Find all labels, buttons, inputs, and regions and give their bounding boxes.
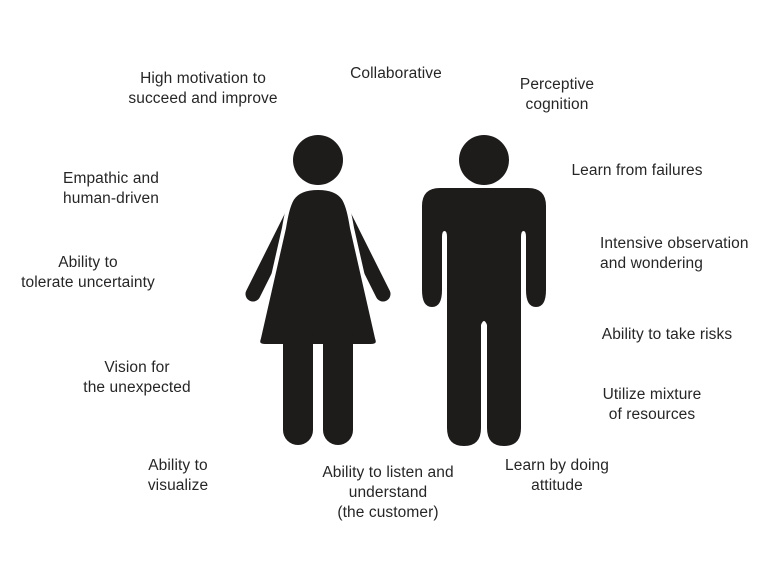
- label-empathic-human-driven: Empathic and human-driven: [63, 170, 159, 207]
- label-learn-from-failures: Learn from failures: [571, 162, 703, 179]
- label-listen-understand: Ability to listen and understand (the cu…: [322, 464, 454, 521]
- label-take-risks: Ability to take risks: [601, 326, 733, 343]
- label-tolerate-uncertainty: Ability to tolerate uncertainty: [21, 254, 155, 291]
- label-learn-by-doing: Learn by doing attitude: [505, 457, 609, 494]
- label-high-motivation: High motivation to succeed and improve: [128, 70, 278, 107]
- label-vision-unexpected: Vision for the unexpected: [83, 359, 191, 396]
- label-perceptive-cognition: Perceptive cognition: [519, 76, 595, 113]
- label-intensive-observation: Intensive observation and wondering: [600, 235, 749, 272]
- label-visualize: Ability to visualize: [147, 457, 209, 494]
- label-collaborative: Collaborative: [350, 65, 442, 82]
- female-figure-icon: [245, 135, 391, 445]
- label-utilize-resources: Utilize mixture of resources: [602, 386, 702, 423]
- male-figure-icon: [422, 135, 546, 446]
